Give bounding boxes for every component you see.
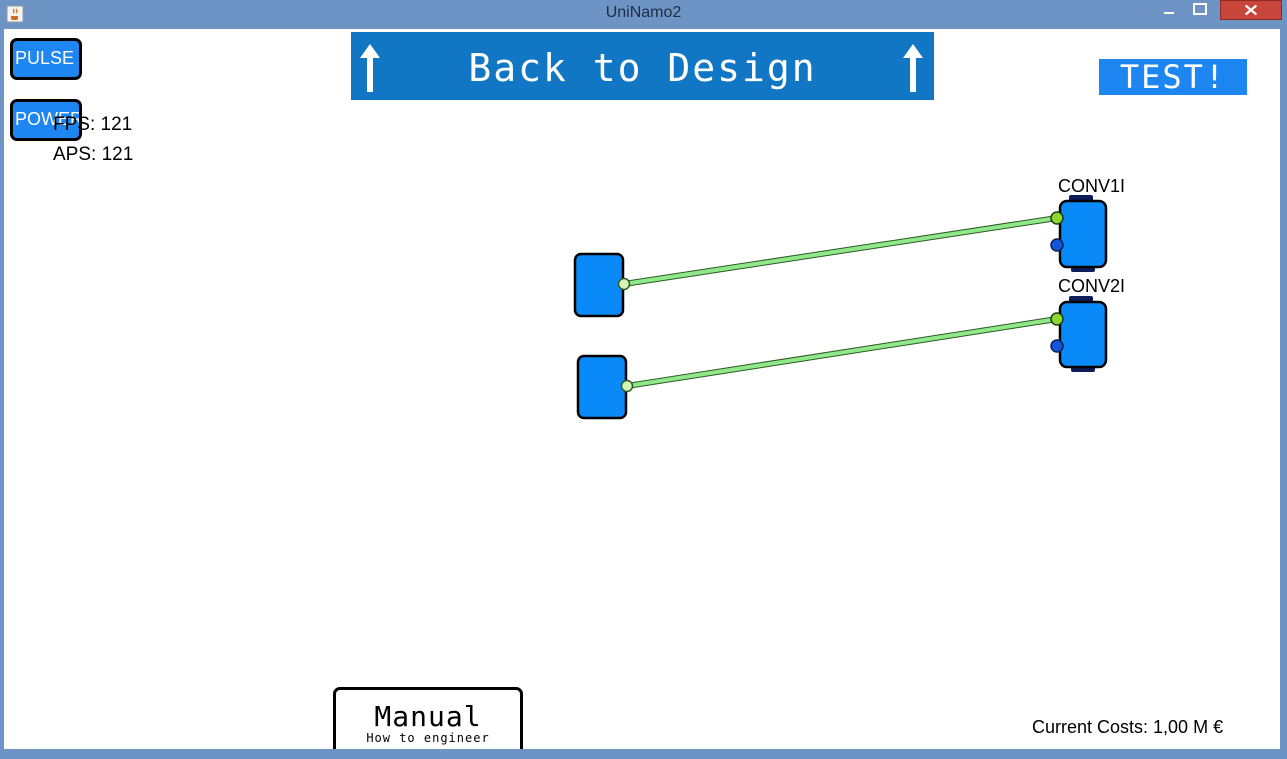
window-bottom-border xyxy=(0,749,1287,759)
converter-2-output-port[interactable] xyxy=(1050,339,1064,353)
source-port-1[interactable] xyxy=(617,277,631,291)
aps-readout: APS: 121 xyxy=(53,144,134,165)
close-icon[interactable] xyxy=(1220,0,1282,20)
arrow-up-icon xyxy=(903,44,923,92)
test-button[interactable]: TEST! xyxy=(1099,59,1247,95)
back-to-design-button[interactable]: Back to Design xyxy=(351,32,934,100)
java-coffee-icon xyxy=(6,5,24,23)
arrow-up-icon xyxy=(360,44,380,92)
current-costs: Current Costs: 1,00 M € xyxy=(1032,717,1224,737)
manual-button[interactable]: Manual How to engineer xyxy=(333,687,523,749)
maximize-icon[interactable] xyxy=(1185,0,1215,20)
converter-2-label: CONV2I xyxy=(1058,276,1126,296)
manual-title: Manual xyxy=(374,700,482,733)
converter-1-label: CONV1I xyxy=(1058,176,1126,196)
wire-2[interactable] xyxy=(626,316,1058,389)
design-canvas[interactable]: PULSE POWER FPS: 121 APS: 121 Back to De… xyxy=(4,29,1280,749)
converter-1-output-port[interactable] xyxy=(1050,238,1064,252)
back-to-design-label: Back to Design xyxy=(468,46,817,90)
window-title: UniNamo2 xyxy=(605,4,682,21)
fps-readout: FPS: 121 xyxy=(53,114,133,135)
converter-block-2[interactable] xyxy=(1050,296,1108,372)
source-block-1[interactable] xyxy=(573,252,625,318)
converter-1-input-port[interactable] xyxy=(1050,211,1064,225)
converter-block-1[interactable] xyxy=(1050,195,1108,272)
circuit-canvas xyxy=(573,195,1108,420)
manual-subtitle: How to engineer xyxy=(366,731,490,745)
converter-2-input-port[interactable] xyxy=(1050,312,1064,326)
title-bar[interactable]: UniNamo2 xyxy=(0,0,1287,28)
minimize-icon[interactable] xyxy=(1156,0,1182,20)
power-button[interactable]: POWER xyxy=(10,99,82,141)
source-block-2[interactable] xyxy=(576,354,628,420)
wire-1[interactable] xyxy=(623,215,1058,287)
source-port-2[interactable] xyxy=(620,379,634,393)
pulse-button[interactable]: PULSE xyxy=(10,38,82,80)
